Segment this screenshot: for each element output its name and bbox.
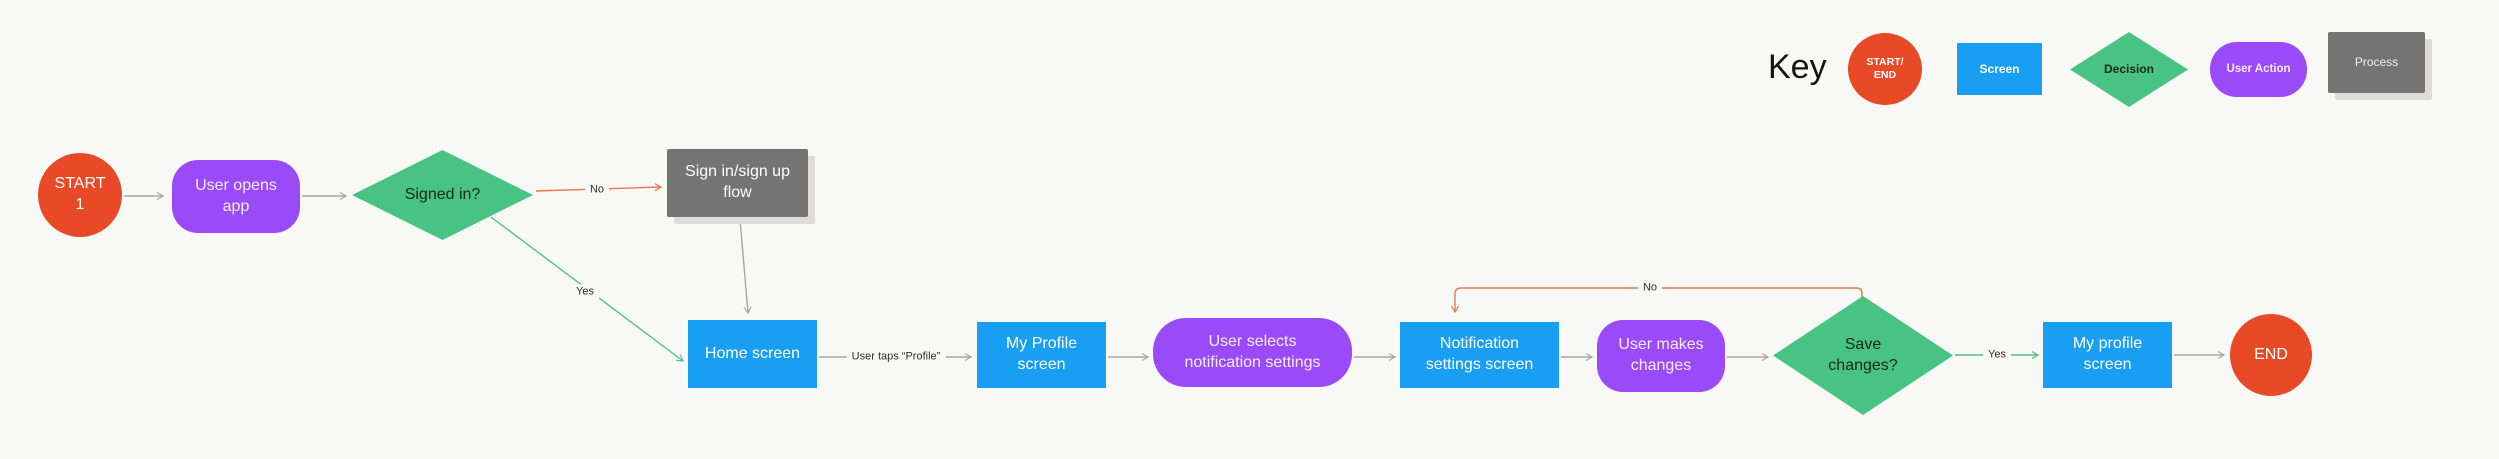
node-home-screen-label: Home screen	[704, 344, 801, 362]
node-user-makes-changes-label: User makes changes	[1618, 336, 1704, 374]
node-notification-settings-screen-label: Notification settings screen	[1425, 335, 1534, 373]
key-item-user-action-label: User Action	[2226, 63, 2291, 76]
node-user-opens-app[interactable]: User opens app	[172, 160, 300, 233]
node-sign-in-flow-label: Sign in/sign up flow	[685, 163, 790, 201]
key-item-decision-label: Decision	[2103, 62, 2154, 76]
node-start-label: START 1	[54, 175, 106, 213]
key-item-screen[interactable]: Screen	[1957, 43, 2042, 95]
edge-label-yes-save[interactable]: Yes	[1983, 347, 2011, 363]
node-user-selects-notification-settings[interactable]: User selects notification settings	[1153, 318, 1352, 387]
key-item-process-label: Process	[2354, 55, 2399, 69]
key-item-start-end-label: START/ END	[1866, 55, 1904, 81]
key-item-start-end[interactable]: START/ END	[1848, 33, 1922, 105]
node-user-makes-changes[interactable]: User makes changes	[1597, 320, 1725, 392]
edge-sign-in-flow-to-home-screen[interactable]	[739, 218, 752, 315]
node-user-selects-notification-settings-label: User selects notification settings	[1184, 332, 1321, 371]
node-signed-in-label: Signed in?	[404, 185, 481, 203]
node-start[interactable]: START 1	[38, 153, 122, 237]
node-home-screen[interactable]: Home screen	[688, 320, 817, 388]
node-my-profile-screen-label: My Profile screen	[1005, 335, 1078, 373]
node-save-changes-label: Save changes?	[1828, 335, 1898, 374]
edge-label-no-sign-in[interactable]: No	[584, 182, 610, 198]
edge-label-yes-home[interactable]: Yes	[571, 284, 599, 300]
node-notification-settings-screen[interactable]: Notification settings screen	[1400, 322, 1559, 388]
edge-label-no-loop[interactable]: No	[1637, 280, 1663, 296]
node-sign-in-flow[interactable]: Sign in/sign up flow	[667, 149, 808, 217]
key-item-user-action[interactable]: User Action	[2210, 42, 2307, 97]
key-item-screen-label: Screen	[1979, 61, 2020, 76]
node-end-label: END	[2254, 345, 2288, 363]
edge-label-user-taps-profile[interactable]: User taps “Profile”	[846, 349, 946, 365]
key-item-process[interactable]: Process	[2328, 32, 2425, 93]
node-end[interactable]: END	[2230, 314, 2312, 396]
node-my-profile-screen-2-label: My profile screen	[2072, 335, 2143, 373]
node-my-profile-screen[interactable]: My Profile screen	[977, 322, 1106, 388]
node-user-opens-app-label: User opens app	[195, 176, 277, 215]
key-title[interactable]: Key	[1768, 48, 1827, 86]
node-my-profile-screen-2[interactable]: My profile screen	[2043, 322, 2172, 388]
